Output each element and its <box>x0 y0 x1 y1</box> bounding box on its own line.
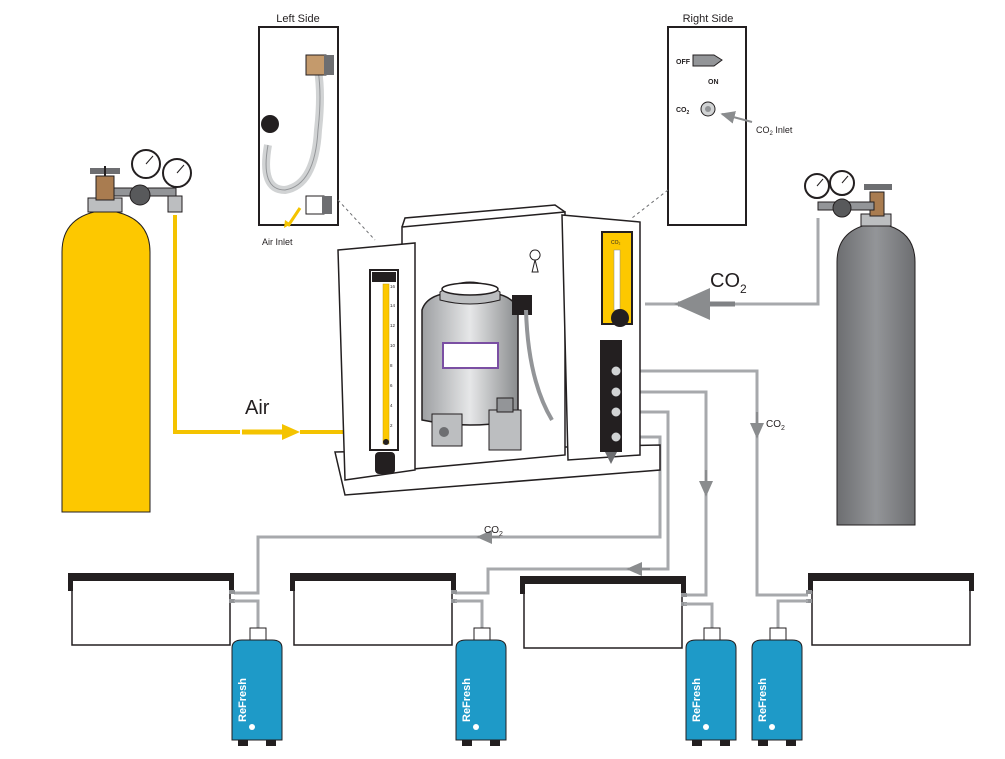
chamber-1 <box>68 573 235 646</box>
right-side-inset: Right Side OFF ON CO2 CO2 Inlet <box>667 13 793 226</box>
co2-line-label-1: CO2 <box>484 525 503 538</box>
air-flowmeter-ticks: 16 14 12 10 8 6 4 2 <box>390 284 396 428</box>
air-flowmeter-ball <box>383 439 389 445</box>
tick-14: 14 <box>390 303 396 308</box>
air-regulator-knob <box>129 184 151 206</box>
vaporizer-label <box>442 342 499 369</box>
tick-16: 16 <box>390 284 396 289</box>
mount-keyhole <box>529 249 541 273</box>
left-side-inset: Left Side Air Inlet <box>258 13 339 247</box>
tick-10: 10 <box>390 343 396 348</box>
air-cylinder <box>61 149 192 513</box>
refresh-brand-2: ReFresh <box>461 678 473 722</box>
anesthesia-machine: 16 14 12 10 8 6 4 2 CO₂ <box>334 204 661 496</box>
co2-line-label-4: CO2 <box>766 419 785 432</box>
vaporizer-fill-cap <box>441 282 499 296</box>
exhaust-lines <box>234 599 808 630</box>
refresh-canister-4: ReFresh <box>751 627 803 746</box>
refresh-brand-1: ReFresh <box>237 678 249 722</box>
manifold-outlets <box>610 365 622 443</box>
co2-flow-knob <box>611 309 629 327</box>
vaporizer-filter <box>488 409 522 451</box>
co2-flow-arrows <box>476 288 765 577</box>
chamber-4 <box>806 573 974 646</box>
tick-8: 8 <box>390 363 393 368</box>
air-flow-arrow <box>242 424 300 440</box>
co2-line-2 <box>455 410 670 595</box>
co2-inlet-label: CO2 Inlet <box>756 125 793 137</box>
refresh-brand-3: ReFresh <box>691 678 703 722</box>
flowmeter-co2-label: CO₂ <box>611 240 621 246</box>
air-inlet-label: Air Inlet <box>262 237 293 247</box>
air-flow-knob <box>375 452 395 474</box>
refresh-canister-1: ReFresh <box>231 627 283 746</box>
refresh-brand-4: ReFresh <box>757 678 769 722</box>
refresh-canister-2: ReFresh <box>455 627 507 746</box>
co2-line-4 <box>622 369 808 597</box>
right-side-title: Right Side <box>683 13 734 25</box>
co2-regulator-knob <box>832 198 852 218</box>
tick-4: 4 <box>390 403 393 408</box>
left-side-title: Left Side <box>276 13 319 25</box>
co2-line-1 <box>234 435 662 595</box>
off-on-switch <box>692 54 723 67</box>
co2-cylinder <box>804 170 916 526</box>
chamber-3 <box>520 576 687 649</box>
co2-knob-label: CO2 <box>676 107 690 116</box>
off-label: OFF <box>676 59 691 66</box>
tick-12: 12 <box>390 323 396 328</box>
air-line <box>173 215 345 434</box>
left-side-black-knob <box>261 115 279 133</box>
left-side-brass-fitting <box>305 54 327 76</box>
tick-6: 6 <box>390 383 393 388</box>
air-flow-label: Air <box>245 397 270 419</box>
inset-callout-lines <box>337 189 669 241</box>
refresh-canister-3: ReFresh <box>685 627 737 746</box>
on-label: ON <box>708 79 719 86</box>
tick-2: 2 <box>390 423 393 428</box>
left-side-air-inlet-fitting <box>305 195 325 215</box>
chamber-2 <box>290 573 457 646</box>
co2-supply-label: CO2 <box>710 270 747 296</box>
